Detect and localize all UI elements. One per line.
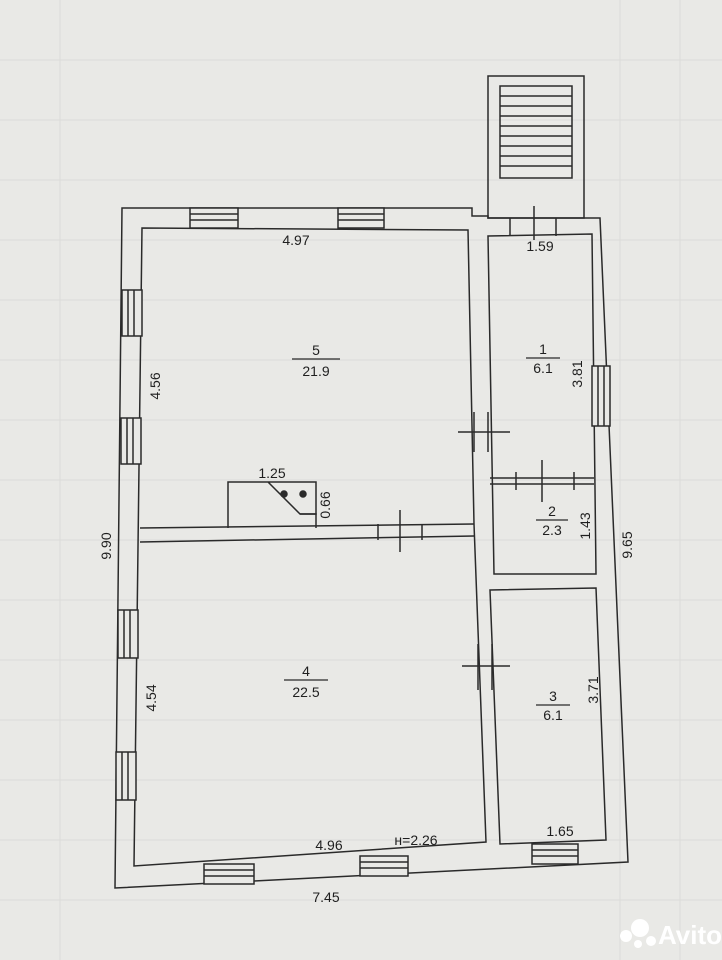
- window-bottom-3: [531, 843, 579, 865]
- dim-stove-width: 1.25: [258, 465, 285, 481]
- window-left-1: [121, 289, 143, 337]
- dim-top-width: 4.97: [282, 232, 309, 248]
- main-rooms-inner-outline: [133, 227, 487, 867]
- doors: [377, 206, 575, 690]
- room-3-outline: [489, 587, 607, 845]
- dim-room-5-height: 4.56: [147, 372, 163, 399]
- room-1-2-outline: [487, 233, 597, 575]
- dim-room-1-width: 1.59: [526, 238, 553, 254]
- dim-room-4-width: 4.96: [315, 837, 342, 853]
- window-right: [591, 365, 611, 427]
- dim-room-2-height: 1.43: [577, 512, 593, 539]
- window-left-4: [115, 751, 137, 801]
- dim-stove-depth: 0.66: [317, 491, 333, 518]
- room-5-number: 5: [312, 342, 320, 358]
- room-3-area: 6.1: [543, 707, 563, 723]
- room-2-area: 2.3: [542, 522, 562, 538]
- stove: [227, 481, 317, 528]
- room-2-number: 2: [548, 503, 556, 519]
- stair-treads: [500, 95, 572, 167]
- avito-text: Avito: [658, 920, 722, 950]
- window-top-1: [189, 207, 239, 229]
- room-1-number: 1: [539, 341, 547, 357]
- door-1-2: [515, 460, 575, 502]
- window-bottom-2: [359, 855, 409, 877]
- outer-wall-outline: [114, 207, 629, 889]
- dim-room-3-height: 3.71: [585, 676, 601, 703]
- dim-outer-left: 9.90: [98, 532, 114, 559]
- dim-bottom-width: 7.45: [312, 889, 339, 905]
- window-left-3: [117, 609, 139, 659]
- window-bottom-1: [203, 863, 255, 885]
- door-4-3: [462, 644, 510, 690]
- dim-room-4-height: 4.54: [143, 684, 159, 711]
- avito-watermark: Avito: [620, 919, 722, 950]
- window-top-2: [337, 207, 385, 229]
- door-5-1: [458, 412, 510, 452]
- porch: [487, 75, 585, 219]
- dim-ceiling-height: н=2.26: [394, 832, 437, 848]
- dim-room-3-width: 1.65: [546, 823, 573, 839]
- avito-logo-icon: [620, 930, 632, 942]
- room-4-area: 22.5: [292, 684, 319, 700]
- partition-5-4: [139, 523, 475, 529]
- door-entrance: [509, 206, 557, 240]
- dim-outer-right: 9.65: [619, 531, 635, 558]
- window-left-2: [120, 417, 142, 465]
- room-4-number: 4: [302, 663, 310, 679]
- door-5-4: [377, 510, 423, 552]
- stairs-frame: [499, 85, 573, 179]
- dim-room-1-height: 3.81: [569, 360, 585, 387]
- windows: [115, 207, 611, 885]
- room-3-number: 3: [549, 688, 557, 704]
- room-5-area: 21.9: [302, 363, 329, 379]
- room-1-area: 6.1: [533, 360, 553, 376]
